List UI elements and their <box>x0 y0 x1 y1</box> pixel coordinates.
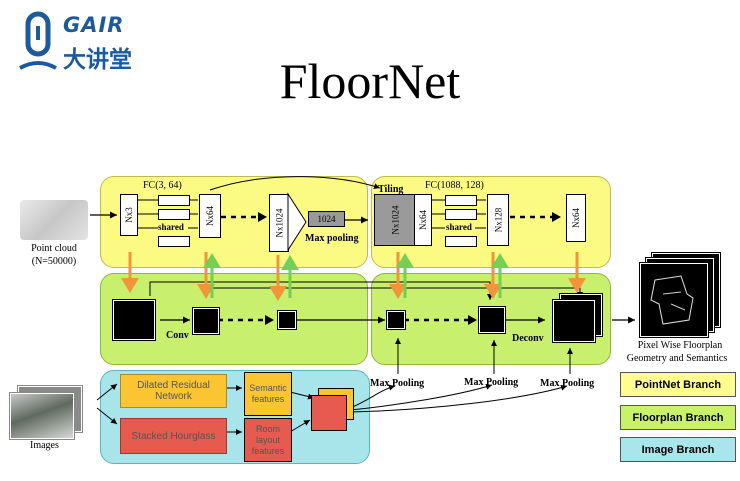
room-layout-features-label: Room layout features <box>251 423 285 456</box>
node-nx128-label: Nx128 <box>493 207 503 233</box>
node-nx64-b: Nx64 <box>414 194 432 246</box>
room-layout-features-box: Room layout features <box>244 418 292 462</box>
fc-unit-right-2 <box>445 209 477 220</box>
max-pooling-label-2: Max Pooling <box>464 377 519 388</box>
stacked-hourglass-label: Stacked Hourglass <box>131 430 216 442</box>
logo-brand-cn: 大讲堂 <box>63 47 132 73</box>
fc-unit-left-2 <box>158 209 190 220</box>
output-label-line1: Pixel Wise Floorplan <box>637 340 723 351</box>
logo-brand-en: GAIR <box>63 13 125 37</box>
stacked-hourglass-box: Stacked Hourglass <box>120 418 227 454</box>
node-nx128: Nx128 <box>487 194 509 246</box>
output-label-line2: Geometry and Semantics <box>626 353 728 364</box>
feature-map-2 <box>277 310 297 330</box>
node-nx1024-a-label: Nx1024 <box>274 208 284 238</box>
node-nx3-label: Nx3 <box>124 207 134 223</box>
shared-label-left: shared <box>158 222 184 232</box>
logo <box>16 10 161 80</box>
fc-unit-right-1 <box>445 195 477 206</box>
output-floorplan-map <box>639 262 709 338</box>
legend-image-branch: Image Branch <box>620 437 736 462</box>
shared-label-right: shared <box>446 222 472 232</box>
floorplan-input-map <box>112 299 156 341</box>
point-cloud-count: (N=50000) <box>31 256 77 267</box>
point-cloud-label: Point cloud <box>31 243 77 254</box>
legend-pointnet-branch: PointNet Branch <box>620 372 736 397</box>
point-cloud-thumbnail <box>20 200 88 240</box>
feature-map-4 <box>478 306 506 334</box>
semantic-features-box: Semantic features <box>244 372 292 416</box>
legend-pointnet-label: PointNet Branch <box>634 378 722 391</box>
node-nx64-c-label: Nx64 <box>571 208 581 228</box>
deconv-label: Deconv <box>512 333 544 344</box>
feature-map-1 <box>192 307 220 335</box>
node-nx64-a-label: Nx64 <box>205 206 215 226</box>
tiling-label: Tiling <box>378 184 404 195</box>
node-nx1024-a: Nx1024 <box>269 194 289 252</box>
fc-unit-left-1 <box>158 195 190 206</box>
node-nx3: Nx3 <box>120 194 138 236</box>
global-feature-label: 1024 <box>317 214 336 224</box>
conv-label: Conv <box>166 330 189 341</box>
fc-label-right: FC(1088, 128) <box>425 180 484 191</box>
legend-floorplan-branch: Floorplan Branch <box>620 405 736 430</box>
legend-floorplan-label: Floorplan Branch <box>632 411 724 424</box>
deconv-output-stack-front <box>552 299 596 343</box>
max-pool-funnel <box>287 192 307 252</box>
dilated-residual-network-box: Dilated Residual Network <box>120 374 227 408</box>
node-nx64-b-label: Nx64 <box>418 210 428 230</box>
semantic-features-label: Semantic features <box>249 383 287 404</box>
node-nx1024-b: Nx1024 <box>374 194 416 246</box>
max-pooling-label: Max pooling <box>305 233 359 244</box>
global-feature-box: 1024 <box>308 211 345 227</box>
node-nx64-a: Nx64 <box>199 194 221 238</box>
fused-feature-front <box>311 395 347 431</box>
node-nx64-c: Nx64 <box>566 194 586 242</box>
images-label: Images <box>30 440 59 451</box>
image-stack-front <box>9 392 75 440</box>
node-nx1024-b-label: Nx1024 <box>390 205 400 235</box>
fc-unit-right-3 <box>445 236 477 247</box>
max-pooling-label-1: Max Pooling <box>370 378 425 389</box>
page-title: FloorNet <box>279 53 461 109</box>
microphone-icon <box>19 11 57 70</box>
floorplan-lines-icon <box>650 275 694 325</box>
fc-label-left: FC(3, 64) <box>143 180 182 191</box>
feature-map-3 <box>386 310 406 330</box>
drn-label: Dilated Residual Network <box>137 380 210 402</box>
max-pooling-label-3: Max Pooling <box>540 378 595 389</box>
legend-image-label: Image Branch <box>641 443 715 456</box>
fc-unit-left-3 <box>158 236 190 247</box>
